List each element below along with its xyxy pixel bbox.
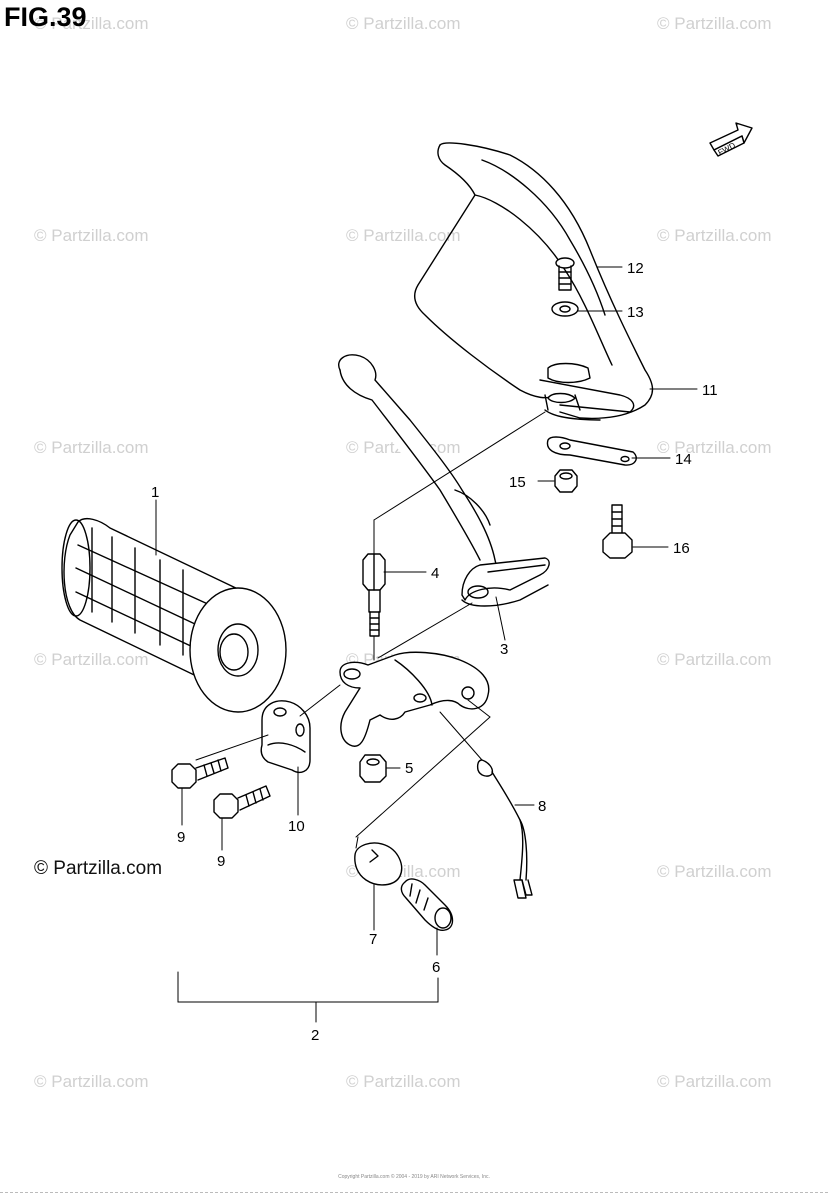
callout-3: 3 (500, 641, 508, 658)
nut-5 (359, 754, 387, 783)
callout-4: 4 (431, 565, 439, 582)
watermark: © Partzilla.com (657, 14, 772, 33)
callout-9b: 9 (217, 853, 225, 870)
watermark: © Partzilla.com (34, 1072, 149, 1091)
plate-14 (546, 436, 637, 466)
callout-7: 7 (369, 931, 377, 948)
watermark: © Partzilla.com (346, 14, 461, 33)
copyright-footer: Copyright Partzilla.com © 2004 - 2019 by… (338, 1174, 490, 1180)
switch-cable-8 (476, 759, 533, 899)
leader-lines (155, 266, 698, 956)
callout-6: 6 (432, 959, 440, 976)
watermark: © Partzilla.com (34, 226, 149, 245)
watermark: © Partzilla.com (657, 650, 772, 669)
callout-16: 16 (673, 540, 690, 557)
watermark: © Partzilla.com (346, 1072, 461, 1091)
callout-9a: 9 (177, 829, 185, 846)
assembly-bracket-2 (177, 971, 439, 1023)
watermark: © Partzilla.com (657, 226, 772, 245)
callout-14: 14 (675, 451, 692, 468)
bolt-9a (171, 757, 229, 789)
pivot-bolt-4 (362, 553, 386, 637)
bolt-16 (602, 504, 633, 559)
callout-13: 13 (627, 304, 644, 321)
clamp-10 (260, 700, 311, 773)
callout-2: 2 (311, 1027, 319, 1044)
fwd-arrow-icon (709, 122, 753, 157)
callout-5: 5 (405, 760, 413, 777)
callout-1: 1 (151, 484, 159, 501)
callout-8: 8 (538, 798, 546, 815)
callout-10: 10 (288, 818, 305, 835)
bolt-9b (213, 785, 271, 819)
callout-11: 11 (702, 382, 718, 399)
plug-6 (400, 878, 454, 932)
watermark: © Partzilla.com (34, 14, 149, 33)
collar-7 (354, 842, 403, 886)
watermark: © Partzilla.com (657, 1072, 772, 1091)
washer-13 (551, 301, 579, 317)
watermark: © Partzilla.com (346, 226, 461, 245)
screw-12 (555, 257, 575, 291)
watermark: © Partzilla.com (34, 438, 149, 457)
watermark: © Partzilla.com (657, 862, 772, 881)
watermark: © Partzilla.com (657, 438, 772, 457)
callout-15: 15 (509, 474, 526, 491)
callout-12: 12 (627, 260, 644, 277)
brand-watermark: © Partzilla.com (34, 858, 163, 879)
nut-15 (554, 469, 578, 493)
handlebar-grip (61, 518, 287, 713)
figure-title: FIG.39 (4, 2, 87, 32)
clutch-lever (338, 354, 550, 607)
footer-divider (0, 1192, 828, 1193)
watermark: © Partzilla.com (34, 650, 149, 669)
hand-guard (413, 142, 654, 421)
lever-bracket (339, 651, 490, 747)
